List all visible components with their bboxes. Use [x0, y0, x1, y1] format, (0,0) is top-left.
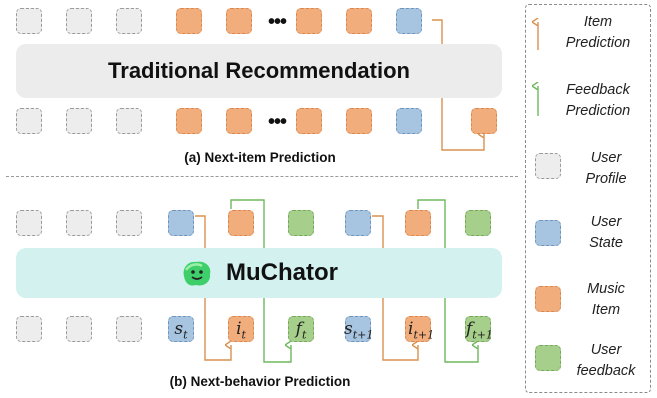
user-profile-token: [16, 210, 42, 236]
legend-user-profile-swatch: [535, 153, 561, 179]
item-t-token: it: [228, 316, 254, 342]
muchator-logo-icon: [183, 261, 211, 286]
caption-next-behavior: (b) Next-behavior Prediction: [169, 374, 351, 389]
traditional-recommendation-band: Traditional Recommendation: [16, 44, 502, 98]
user-profile-token: [116, 108, 142, 134]
arrow-st1-to-it1: [372, 215, 419, 361]
music-item-token: [296, 8, 322, 34]
band-label: Traditional Recommendation: [108, 58, 410, 83]
muchator-band: MuChator: [16, 248, 502, 298]
user-state-token: [396, 108, 422, 134]
music-item-token: [346, 8, 372, 34]
music-item-token: [226, 8, 252, 34]
music-item-token: [346, 108, 372, 134]
user-profile-token: [66, 108, 92, 134]
music-item-token: [296, 108, 322, 134]
user-profile-token: [66, 8, 92, 34]
user-profile-token: [116, 316, 142, 342]
next-item-arrow: [432, 19, 485, 151]
caption-next-item: (a) Next-item Prediction: [184, 150, 336, 165]
user-profile-token: [16, 8, 42, 34]
user-state-token: [396, 8, 422, 34]
user-state-token: [345, 210, 371, 236]
music-item-token: [228, 210, 254, 236]
feedback-t-token: ft: [288, 316, 314, 342]
state-t1-token: st+1: [344, 316, 373, 342]
legend-user-feedback-swatch: [535, 345, 561, 371]
user-state-token: [168, 210, 194, 236]
user-profile-token: [116, 210, 142, 236]
music-item-token: [176, 8, 202, 34]
arrow-st-to-it: [195, 215, 232, 361]
music-item-token: [405, 210, 431, 236]
user-profile-token: [66, 210, 92, 236]
user-profile-token: [16, 108, 42, 134]
legend-user-state-swatch: [535, 220, 561, 246]
user-profile-token: [66, 316, 92, 342]
item-t1-token: it+1: [405, 316, 434, 342]
band-label: MuChator: [226, 259, 338, 286]
section-divider: [6, 176, 518, 177]
ellipsis: •••: [268, 111, 287, 133]
user-feedback-token: [465, 210, 491, 236]
music-item-token: [226, 108, 252, 134]
legend: [525, 4, 651, 393]
user-profile-token: [116, 8, 142, 34]
state-t-token: st: [168, 316, 194, 342]
feedback-t1-token: ft+1: [465, 316, 493, 342]
user-feedback-token: [288, 210, 314, 236]
predicted-item-token: [471, 108, 497, 134]
legend-music-item-swatch: [535, 286, 561, 312]
user-profile-token: [16, 316, 42, 342]
ellipsis: •••: [268, 11, 287, 33]
music-item-token: [176, 108, 202, 134]
